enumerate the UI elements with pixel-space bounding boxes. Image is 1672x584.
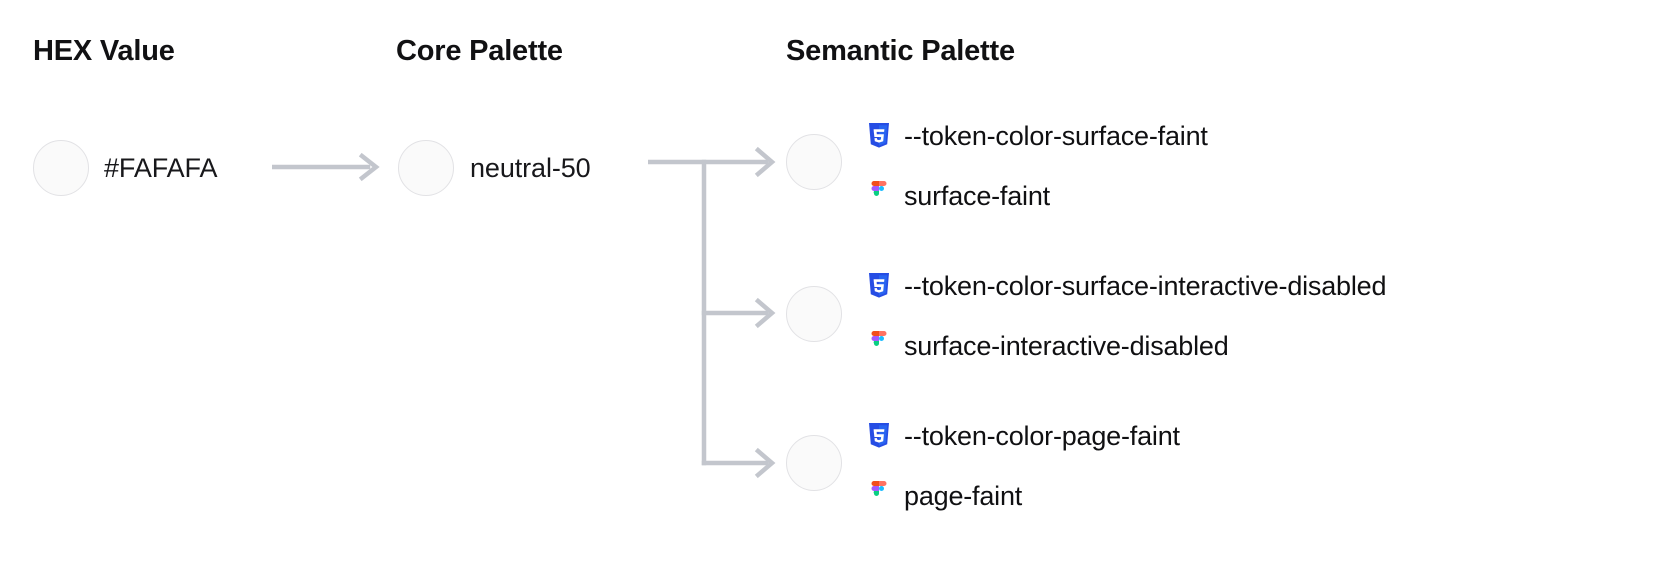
css3-icon bbox=[866, 121, 892, 151]
figma-token-label-2: page-faint bbox=[904, 480, 1023, 511]
row-spacer bbox=[866, 159, 1666, 173]
figma-icon bbox=[866, 481, 892, 511]
css-token-line-1: --token-color-surface-interactive-disabl… bbox=[866, 263, 1666, 309]
figma-icon bbox=[866, 181, 892, 211]
css3-icon bbox=[866, 421, 892, 451]
color-swatch-semantic-0 bbox=[786, 134, 842, 190]
core-palette-label: neutral-50 bbox=[470, 153, 591, 183]
figma-icon bbox=[866, 331, 892, 361]
css-token-label-0: --token-color-surface-faint bbox=[904, 120, 1208, 151]
semantic-token-group-1: --token-color-surface-interactive-disabl… bbox=[866, 263, 1666, 369]
figma-token-line-1: surface-interactive-disabled bbox=[866, 323, 1666, 369]
css-token-label-1: --token-color-surface-interactive-disabl… bbox=[904, 270, 1387, 301]
css3-icon bbox=[866, 271, 892, 301]
branch-connector-core-to-semantic-icon bbox=[648, 146, 776, 479]
figma-token-line-0: surface-faint bbox=[866, 173, 1666, 219]
css-token-line-0: --token-color-surface-faint bbox=[866, 113, 1666, 159]
color-swatch-semantic-1 bbox=[786, 286, 842, 342]
color-swatch-hex bbox=[33, 140, 89, 196]
column-heading-core-palette: Core Palette bbox=[396, 35, 563, 67]
column-heading-semantic-palette: Semantic Palette bbox=[786, 35, 1015, 67]
color-swatch-semantic-2 bbox=[786, 435, 842, 491]
css-token-label-2: --token-color-page-faint bbox=[904, 420, 1180, 451]
semantic-token-group-0: --token-color-surface-faint surface-fain… bbox=[866, 113, 1666, 219]
semantic-token-group-2: --token-color-page-faint page-faint bbox=[866, 413, 1666, 519]
css-token-line-2: --token-color-page-faint bbox=[866, 413, 1666, 459]
hex-value-label: #FAFAFA bbox=[104, 153, 218, 183]
color-swatch-core bbox=[398, 140, 454, 196]
figma-token-label-0: surface-faint bbox=[904, 180, 1050, 211]
figma-token-line-2: page-faint bbox=[866, 473, 1666, 519]
row-spacer bbox=[866, 459, 1666, 473]
arrow-hex-to-core-icon bbox=[272, 152, 380, 182]
column-heading-hex-value: HEX Value bbox=[33, 35, 175, 67]
figma-token-label-1: surface-interactive-disabled bbox=[904, 330, 1229, 361]
row-spacer bbox=[866, 309, 1666, 323]
